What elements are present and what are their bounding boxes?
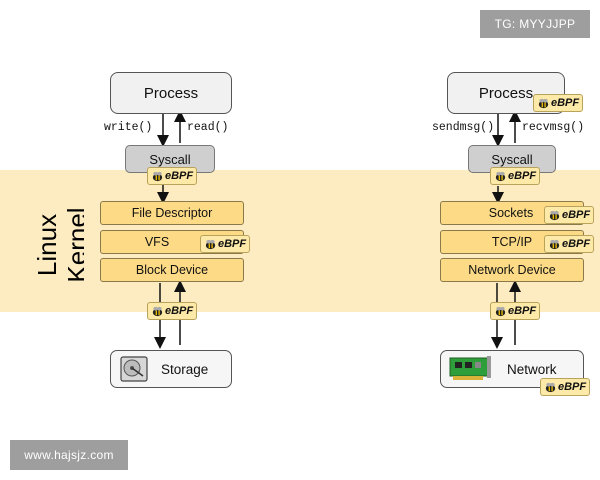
- recvmsg-label: recvmsg(): [522, 121, 585, 134]
- ebpf-label: eBPF: [508, 170, 537, 182]
- ebpf-label: eBPF: [218, 238, 247, 250]
- ebpf-label: eBPF: [562, 209, 591, 221]
- left-device-label: Storage: [161, 361, 209, 377]
- bee-icon: [495, 306, 506, 316]
- sendmsg-label: sendmsg(): [432, 121, 495, 134]
- ebpf-badge-left-syscall: eBPF: [147, 167, 198, 185]
- bee-icon: [549, 239, 560, 249]
- bee-icon: [152, 171, 163, 181]
- left-syscall-label: Syscall: [149, 151, 191, 167]
- right-layer-sockets-label: Sockets: [488, 206, 534, 220]
- ebpf-badge-network: eBPF: [540, 378, 591, 396]
- ebpf-label: eBPF: [562, 238, 591, 250]
- ebpf-label: eBPF: [165, 170, 194, 182]
- right-layer-tcpip-label: TCP/IP: [491, 235, 533, 249]
- hard-drive-icon: [120, 356, 148, 382]
- ebpf-badge-sockets: eBPF: [544, 206, 595, 224]
- left-layer-fd: File Descriptor: [100, 201, 244, 225]
- bee-icon: [495, 171, 506, 181]
- kernel-label-line1: Linux: [32, 214, 62, 276]
- right-layer-netdev-label: Network Device: [468, 263, 556, 277]
- ebpf-label: eBPF: [165, 305, 194, 317]
- bee-icon: [152, 306, 163, 316]
- bee-icon: [205, 239, 216, 249]
- ebpf-badge-tcpip: eBPF: [544, 235, 595, 253]
- ebpf-label: eBPF: [508, 305, 537, 317]
- watermark-bottom: www.hajsjz.com: [10, 440, 128, 470]
- network-card-icon: [449, 356, 491, 380]
- read-label: read(): [187, 121, 229, 134]
- ebpf-badge-netdev-network: eBPF: [490, 302, 541, 320]
- ebpf-label: eBPF: [558, 381, 587, 393]
- right-syscall-label: Syscall: [491, 151, 533, 167]
- left-process-label: Process: [143, 84, 199, 102]
- bee-icon: [545, 382, 556, 392]
- right-process-label: Process: [478, 84, 534, 102]
- right-layer-netdev: Network Device: [440, 258, 584, 282]
- left-layer-block-label: Block Device: [135, 263, 209, 277]
- ebpf-badge-vfs: eBPF: [200, 235, 251, 253]
- ebpf-badge-block-storage: eBPF: [147, 302, 198, 320]
- watermark-top: TG: MYYJJPP: [480, 10, 590, 38]
- write-label: write(): [104, 121, 153, 134]
- right-device-label: Network: [507, 361, 557, 377]
- ebpf-label: eBPF: [551, 97, 580, 109]
- left-layer-fd-label: File Descriptor: [131, 206, 213, 220]
- ebpf-badge-right-process: eBPF: [533, 94, 584, 112]
- left-layer-vfs-label: VFS: [144, 235, 170, 249]
- left-layer-block: Block Device: [100, 258, 244, 282]
- bee-icon: [549, 210, 560, 220]
- left-device-box: Storage: [110, 350, 232, 388]
- ebpf-badge-right-syscall: eBPF: [490, 167, 541, 185]
- left-process-box: Process: [110, 72, 232, 114]
- bee-icon: [538, 98, 549, 108]
